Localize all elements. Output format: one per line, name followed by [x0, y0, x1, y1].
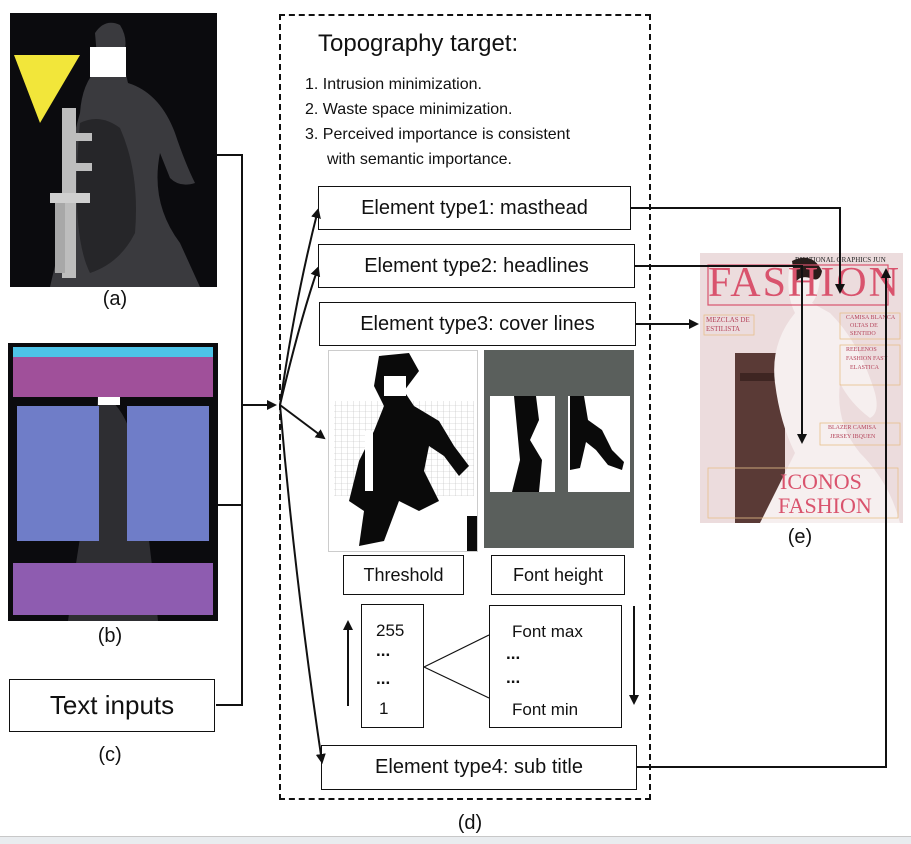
element-type4-box: Element type4: sub title	[321, 745, 637, 790]
font-range-box: Font max ... ... Font min	[489, 605, 622, 728]
caption-a: (a)	[102, 288, 128, 310]
cover-left-line1: MEZCLAS DE	[706, 316, 750, 324]
threshold-image	[328, 350, 478, 552]
target-item-1: 1. Intrusion minimization.	[305, 76, 482, 93]
cyan-band	[13, 347, 213, 357]
cover-right-line-3: SENTIDO	[850, 331, 876, 337]
cover-right-line-4: REELENOS	[846, 347, 877, 353]
threshold-range-box: 255 ... ... 1	[361, 604, 424, 728]
cover-right-line-6: ELASTICA	[850, 365, 879, 371]
cover-right-line-5: FASHION FAST	[846, 356, 888, 362]
cover-image: RNATIONAL GRAPHICS JUN FASHION MEZCLAS D…	[700, 253, 903, 523]
cover-right-line-2: OLTAS DE	[850, 323, 878, 329]
threshold-dots-1: ...	[376, 641, 391, 660]
element-type1-box: Element type1: masthead	[318, 186, 631, 230]
element-type2-box: Element type2: headlines	[318, 244, 635, 288]
cover-masthead: FASHION	[708, 260, 901, 306]
target-list: 1. Intrusion minimization. 2. Waste spac…	[305, 72, 570, 172]
text-inputs-label: Text inputs	[49, 690, 175, 720]
element-type2-label: Element type2: headlines	[364, 254, 589, 277]
target-item-3: 3. Perceived importance is consistent	[305, 126, 571, 143]
cover-subtitle-1: ICONOS	[780, 469, 862, 494]
panel-b-figure	[13, 347, 213, 621]
font-max: Font max	[512, 622, 583, 641]
blue-block-right	[127, 406, 209, 541]
target-title: Topography target:	[318, 30, 519, 57]
threshold-min: 1	[379, 699, 389, 718]
element-type4-label: Element type4: sub title	[375, 756, 583, 778]
threshold-box: Threshold	[343, 555, 464, 595]
font-height-label: Font height	[512, 564, 604, 585]
threshold-label: Threshold	[363, 564, 444, 585]
cover-subtitle-2: FASHION	[778, 493, 872, 518]
bottom-edge-strip	[0, 836, 911, 844]
font-height-figure	[490, 396, 630, 492]
panel-b-image	[8, 343, 218, 621]
font-height-box: Font height	[491, 555, 625, 595]
yellow-triangle	[14, 55, 80, 123]
caption-b: (b)	[97, 625, 123, 647]
font-dots-1: ...	[506, 644, 521, 663]
caption-d: (d)	[457, 812, 483, 834]
cover-right-line-8: JERSEY IBQUEN	[830, 434, 876, 440]
font-dots-2: ...	[506, 668, 521, 687]
blue-block-left	[17, 406, 99, 541]
caption-c: (c)	[98, 744, 122, 766]
element-type3-label: Element type3: cover lines	[360, 312, 595, 335]
target-item-4: with semantic importance.	[327, 151, 512, 168]
text-inputs-box: Text inputs	[9, 679, 215, 732]
font-min: Font min	[512, 700, 579, 719]
panel-a-image	[10, 13, 217, 287]
cover-right-line-7: BLAZER CAMISA	[828, 425, 877, 431]
input-bracket	[216, 154, 243, 706]
threshold-figure	[334, 353, 477, 551]
caption-e: (e)	[787, 526, 813, 548]
target-item-2: 2. Waste space minimization.	[305, 101, 513, 118]
font-height-image	[484, 350, 634, 548]
cover-left-line2: ESTILISTA	[706, 325, 741, 333]
magenta-band	[13, 357, 213, 397]
panel-a-figure	[14, 22, 200, 287]
cover-right-line-1: CAMISA BLANCA	[846, 315, 896, 321]
element-type1-label: Element type1: masthead	[361, 196, 588, 219]
element-type3-box: Element type3: cover lines	[319, 302, 636, 346]
purple-band	[13, 563, 213, 615]
threshold-max: 255	[376, 621, 405, 640]
threshold-dots-2: ...	[376, 669, 391, 688]
